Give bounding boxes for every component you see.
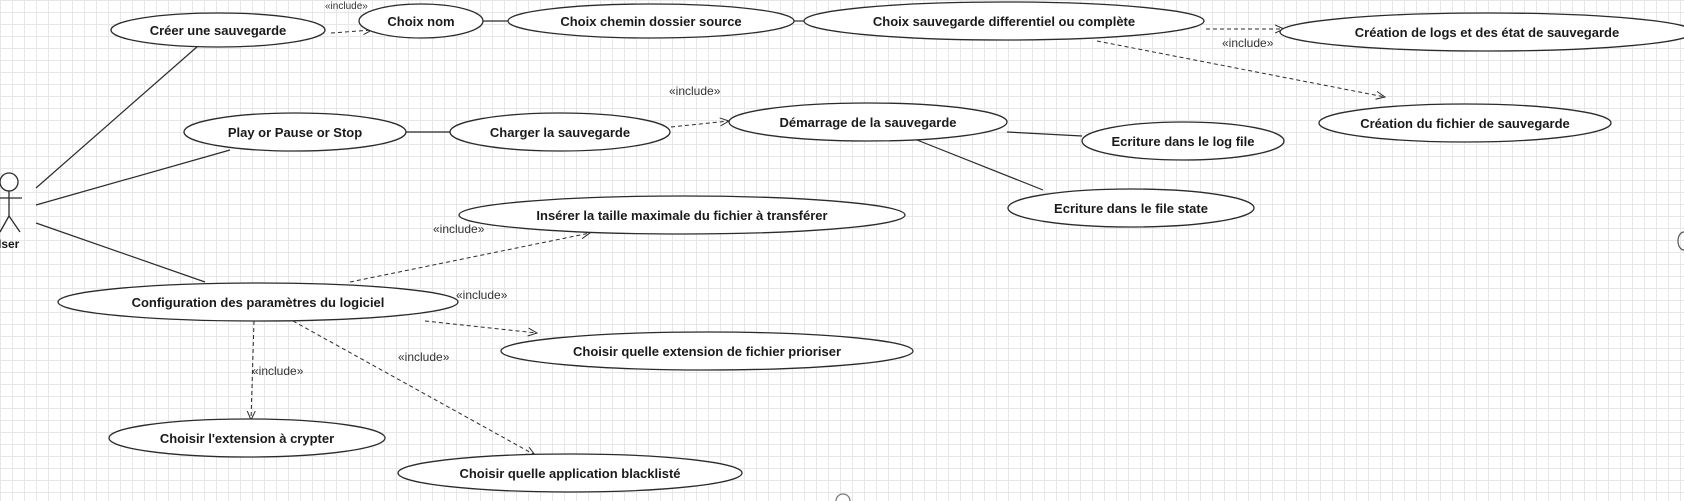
use-case-label: Choix sauvegarde differentiel ou complèt… [873,14,1135,29]
include-label-config-prioriser: «include» [456,288,508,302]
use-case-label: Créer une sauvegarde [150,23,287,38]
actor-head [0,172,19,192]
use-case-choix-type[interactable]: Choix sauvegarde differentiel ou complèt… [803,1,1205,41]
use-case-choix-chemin[interactable]: Choix chemin dossier source [507,3,795,39]
association-demarrage-log [1006,131,1083,137]
use-case-label: Création de logs et des état de sauvegar… [1355,25,1619,40]
actor-leg-right [8,215,21,233]
use-case-creer-sauvegarde[interactable]: Créer une sauvegarde [110,12,326,48]
include-label-config-blacklist: «include» [398,350,450,364]
use-case-label: Ecriture dans le file state [1054,201,1208,216]
association-user-creer [35,45,199,189]
include-charger-demarrage [670,121,729,128]
use-case-label: Choisir quelle application blacklisté [459,466,680,481]
use-case-label: Charger la sauvegarde [490,125,630,140]
actor-user: Iser [0,172,22,251]
use-case-ecriture-state[interactable]: Ecriture dans le file state [1007,188,1255,228]
association-demarrage-state [916,139,1044,191]
use-case-label: Choisir l'extension à crypter [160,431,334,446]
use-case-ecriture-log[interactable]: Ecriture dans le log file [1081,121,1285,161]
actor-label: Iser [0,237,20,251]
use-case-label: Ecriture dans le log file [1111,134,1254,149]
association-user-play [35,149,231,206]
right-edge-partial-icon [1677,231,1684,251]
use-case-label: Configuration des paramètres du logiciel [132,295,385,310]
use-case-label: Choisir quelle extension de fichier prio… [573,344,841,359]
partial-handle-icon [835,493,851,501]
include-creer-nom [330,30,372,33]
include-label-creer-nom: «include» [325,1,368,12]
use-case-creation-fichier[interactable]: Création du fichier de sauvegarde [1318,103,1612,143]
use-case-label: Insérer la taille maximale du fichier à … [536,208,827,223]
use-case-creation-logs[interactable]: Création de logs et des état de sauvegar… [1279,12,1684,52]
include-label-config-taille: «include» [433,222,485,236]
use-case-blacklist[interactable]: Choisir quelle application blacklisté [397,453,743,493]
use-case-extension-prioriser[interactable]: Choisir quelle extension de fichier prio… [500,331,914,371]
use-case-label: Choix nom [387,14,454,29]
use-case-charger[interactable]: Charger la sauvegarde [449,112,671,152]
use-case-choix-nom[interactable]: Choix nom [358,3,484,39]
use-case-label: Choix chemin dossier source [560,14,741,29]
use-case-label: Play or Pause or Stop [228,125,362,140]
include-label-charger-demarrage: «include» [669,84,721,98]
include-label-type-logs: «include» [1222,36,1274,50]
include-config-prioriser [424,320,537,333]
use-case-configuration[interactable]: Configuration des paramètres du logiciel [57,282,459,322]
use-case-extension-crypter[interactable]: Choisir l'extension à crypter [108,418,386,458]
include-config-taille [349,233,590,283]
association-user-config [35,222,206,283]
use-case-taille-max[interactable]: Insérer la taille maximale du fichier à … [458,195,906,235]
actor-leg-left [0,215,10,233]
include-config-crypter [251,320,254,420]
use-case-play-pause-stop[interactable]: Play or Pause or Stop [183,112,407,152]
use-case-label: Création du fichier de sauvegarde [1360,116,1570,131]
include-label-config-crypter: «include» [252,364,304,378]
use-case-demarrage[interactable]: Démarrage de la sauvegarde [728,102,1008,142]
use-case-label: Démarrage de la sauvegarde [779,115,956,130]
